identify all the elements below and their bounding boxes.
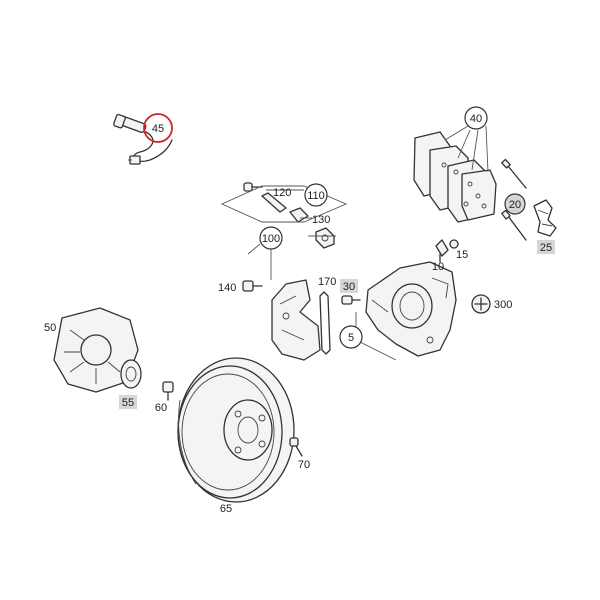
label-65[interactable]: 65 bbox=[220, 503, 232, 515]
label-5[interactable]: 5 bbox=[348, 332, 354, 344]
wrench-icon[interactable] bbox=[471, 294, 491, 314]
brake-caliper-part[interactable] bbox=[365, 261, 457, 357]
label-25[interactable]: 25 bbox=[540, 242, 552, 254]
guide-bushing-part[interactable] bbox=[315, 227, 335, 249]
label-170[interactable]: 170 bbox=[318, 276, 336, 288]
bolt-140-part[interactable] bbox=[242, 280, 263, 292]
label-140[interactable]: 140 bbox=[218, 282, 236, 294]
bolt-60-part[interactable] bbox=[162, 381, 174, 401]
label-100[interactable]: 100 bbox=[262, 233, 280, 245]
label-45[interactable]: 45 bbox=[152, 123, 164, 135]
bleed-valve-part[interactable] bbox=[435, 239, 459, 263]
label-60[interactable]: 60 bbox=[155, 402, 167, 414]
brake-pads-part[interactable] bbox=[413, 131, 497, 223]
label-55[interactable]: 55 bbox=[122, 397, 134, 409]
brake-disc-part[interactable] bbox=[177, 357, 295, 503]
label-110[interactable]: 110 bbox=[307, 190, 325, 202]
guide-pin-part[interactable] bbox=[501, 158, 527, 241]
label-20[interactable]: 20 bbox=[509, 199, 521, 211]
label-300[interactable]: 300 bbox=[494, 299, 512, 311]
label-10[interactable]: 10 bbox=[432, 261, 444, 273]
label-70[interactable]: 70 bbox=[298, 459, 310, 471]
label-130[interactable]: 130 bbox=[312, 214, 330, 226]
screw-30-part[interactable] bbox=[341, 295, 361, 305]
label-30[interactable]: 30 bbox=[343, 281, 355, 293]
spring-clip-part[interactable] bbox=[533, 199, 557, 237]
label-40[interactable]: 40 bbox=[470, 113, 482, 125]
highlight-ring bbox=[143, 113, 173, 143]
label-120[interactable]: 120 bbox=[273, 187, 291, 199]
caliper-bracket-part[interactable] bbox=[271, 279, 321, 361]
label-15[interactable]: 15 bbox=[456, 249, 468, 261]
wear-sensor-part[interactable] bbox=[113, 113, 173, 165]
label-50[interactable]: 50 bbox=[44, 322, 56, 334]
clip-170-part[interactable] bbox=[319, 291, 331, 355]
spacer-ring-part[interactable] bbox=[120, 359, 142, 389]
screw-70-part[interactable] bbox=[289, 437, 303, 457]
